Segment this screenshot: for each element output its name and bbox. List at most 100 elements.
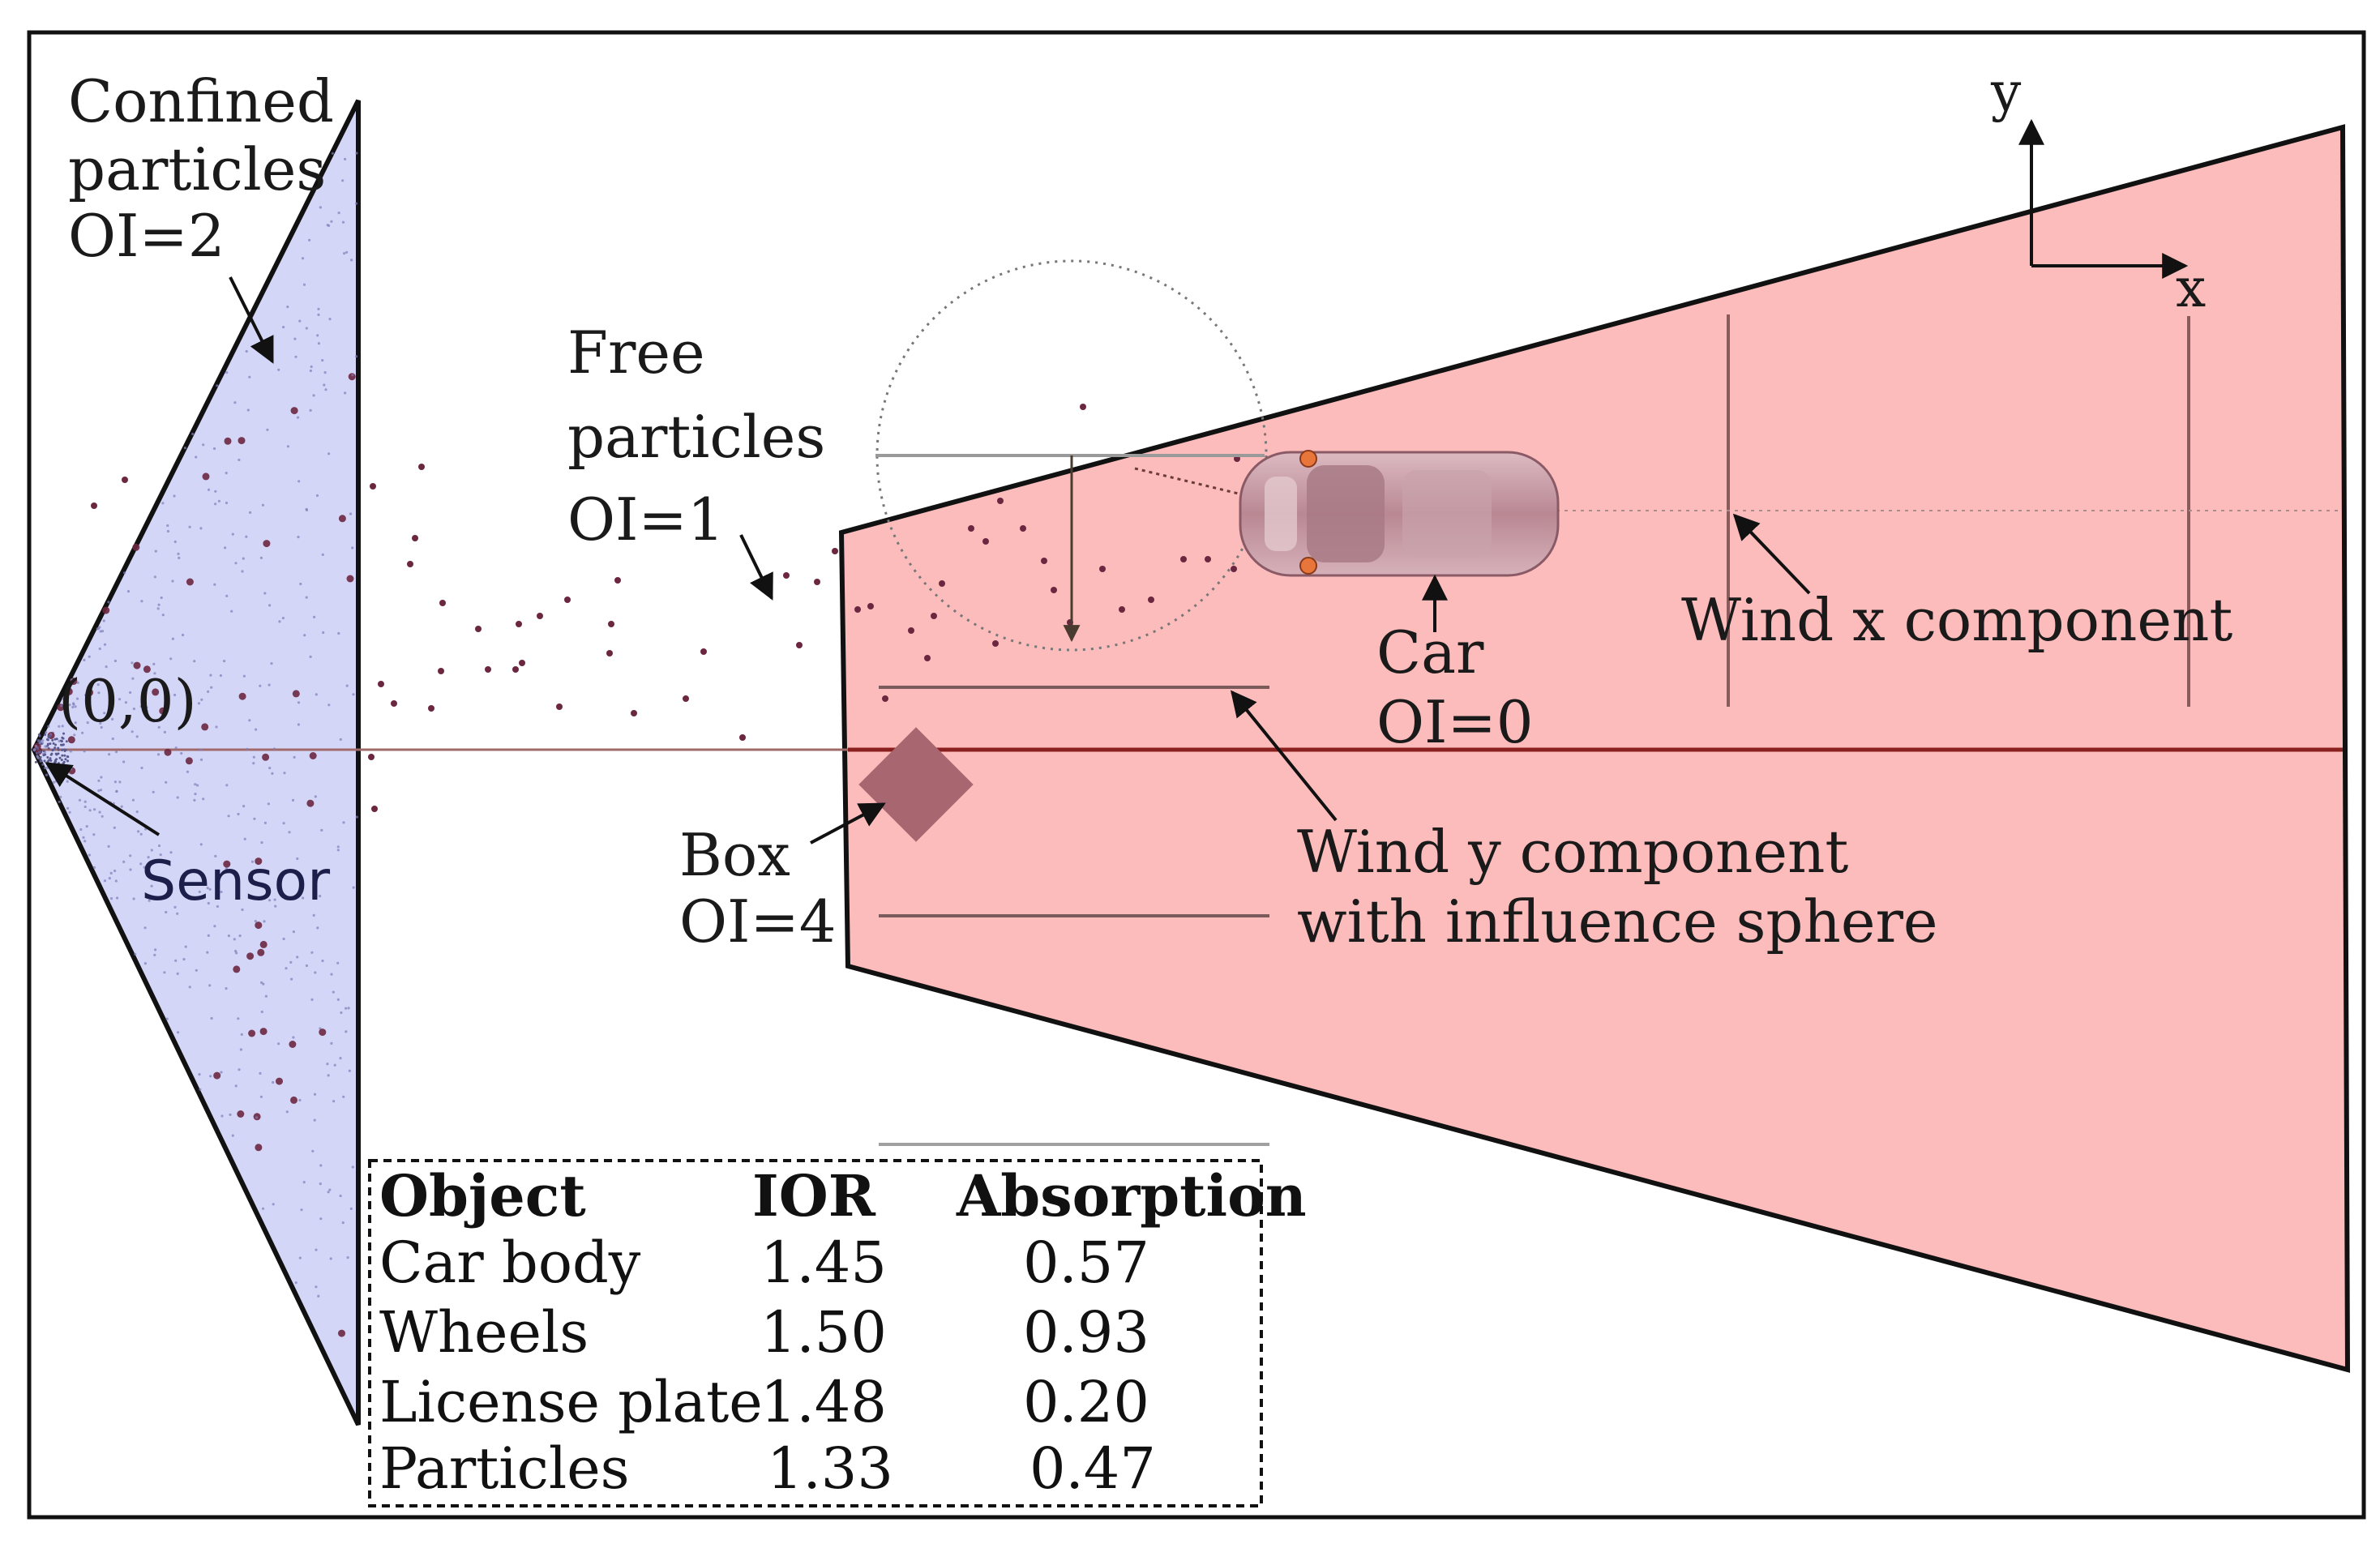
confined-particle <box>230 609 233 613</box>
confined-particle <box>152 662 156 666</box>
free-particle <box>516 621 522 627</box>
confined-particle <box>225 472 228 475</box>
car-object <box>1239 450 1560 577</box>
confined-particle <box>310 998 314 1001</box>
confined-particle <box>114 750 118 754</box>
confined-particle <box>217 499 220 502</box>
origin-label: (0,0) <box>58 667 197 735</box>
confined-particle <box>319 1217 323 1221</box>
confined-particle <box>137 830 140 833</box>
confined-particle <box>327 452 331 455</box>
confined-particle <box>185 757 193 765</box>
confined-particle <box>241 908 244 912</box>
confined-particle <box>60 743 62 746</box>
material-table: Object IOR Absorption Car body 1.45 0.57… <box>368 1159 1307 1507</box>
confined-particle <box>161 614 165 617</box>
wind-y-arrow <box>1230 690 1338 822</box>
confined-particle <box>86 688 94 696</box>
confined-particles <box>32 152 358 1337</box>
svg-text:Confined: Confined <box>68 67 334 135</box>
confined-particle <box>84 694 88 697</box>
confined-particle <box>319 206 322 209</box>
confined-particle <box>255 922 263 930</box>
free-particle <box>485 666 491 673</box>
confined-particle <box>341 1221 345 1225</box>
confined-particle <box>45 773 49 776</box>
confined-particle <box>290 407 298 415</box>
confined-particle <box>260 841 263 845</box>
confined-particle <box>36 757 41 760</box>
free-particle <box>931 613 937 619</box>
confined-particle <box>285 1110 289 1114</box>
confined-particle <box>282 326 285 329</box>
free-particle <box>939 580 945 587</box>
wind-x-arrow <box>1732 513 1811 595</box>
free-particle <box>796 642 803 648</box>
confined-particle <box>214 490 217 493</box>
confined-particle <box>340 1011 343 1015</box>
free-particle <box>997 498 1004 504</box>
confined-particle <box>333 1063 336 1067</box>
confined-particle <box>337 212 340 215</box>
confined-particle <box>36 755 39 758</box>
confined-particle <box>345 1007 348 1010</box>
sensor-field-of-view <box>31 99 361 1426</box>
confined-particle <box>39 755 42 759</box>
confined-particle <box>54 738 57 741</box>
confined-particle <box>143 926 147 930</box>
confined-particle <box>58 739 61 743</box>
svg-text:OI=2: OI=2 <box>68 202 225 270</box>
confined-particle <box>260 1010 263 1014</box>
confined-particle <box>336 998 340 1001</box>
confined-particle <box>316 334 319 337</box>
confined-particle <box>207 901 210 905</box>
confined-particle <box>52 742 55 745</box>
confined-particle <box>214 502 217 506</box>
confined-particle <box>344 157 347 160</box>
confined-particle <box>169 657 173 661</box>
confined-particle <box>61 749 64 751</box>
confined-particle <box>57 746 60 750</box>
confined-particle <box>214 854 217 857</box>
sensor-arrow <box>45 762 161 836</box>
free-particle <box>91 502 97 509</box>
confined-particle <box>239 1048 242 1051</box>
confined-particle <box>99 789 103 792</box>
confined-particle <box>42 750 45 752</box>
confined-particle <box>234 949 238 953</box>
confined-particle <box>45 731 48 734</box>
confined-particle <box>332 1100 336 1103</box>
box-object <box>858 727 974 842</box>
confined-particle <box>315 494 319 498</box>
confined-particle <box>129 868 132 871</box>
confined-particle <box>292 930 295 934</box>
confined-particle <box>262 753 270 761</box>
wind-x-label: Wind x component <box>1681 586 2232 654</box>
confined-particle <box>352 693 355 696</box>
confined-particle <box>339 1194 342 1198</box>
confined-particle <box>322 631 325 635</box>
confined-particle <box>306 799 315 807</box>
svg-text:Wind y component: Wind y component <box>1297 818 1848 886</box>
confined-particle <box>350 259 353 262</box>
confined-particle <box>154 948 157 951</box>
confined-particle <box>207 690 210 694</box>
confined-particle <box>277 368 280 371</box>
confined-particle <box>41 739 45 742</box>
confined-particle <box>156 607 160 610</box>
confined-particle <box>153 575 156 579</box>
confined-particle <box>294 355 298 358</box>
confined-particle <box>74 721 77 725</box>
confined-particle <box>329 1257 332 1260</box>
confined-particle <box>313 1093 317 1096</box>
confined-particle <box>60 704 63 708</box>
free-particle <box>371 806 378 812</box>
confined-particle <box>293 337 297 340</box>
svg-text:1.48: 1.48 <box>760 1369 887 1435</box>
confined-particle <box>313 615 316 619</box>
confined-particle <box>328 1188 332 1191</box>
free-particle <box>370 483 376 490</box>
confined-particle <box>83 805 87 809</box>
free-particle <box>867 603 874 609</box>
confined-particle <box>207 934 210 937</box>
